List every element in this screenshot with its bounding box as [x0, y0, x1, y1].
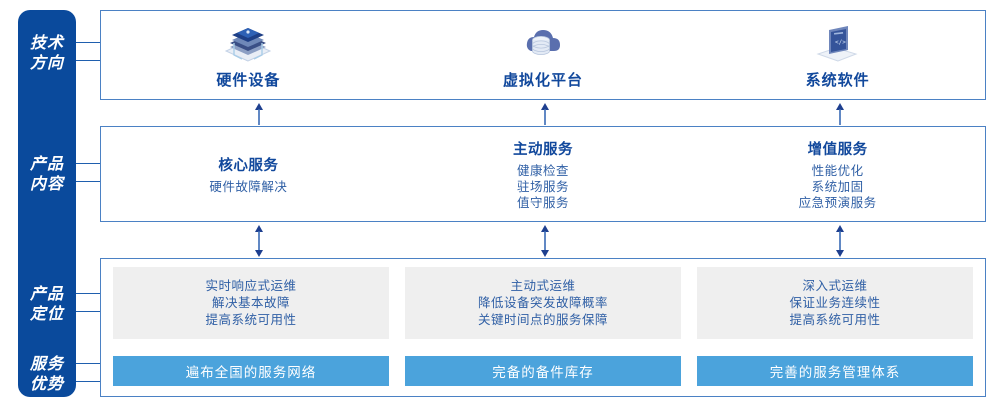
arrow-double-value-added	[833, 224, 847, 263]
arrow-double-core	[252, 224, 266, 263]
position-line: 关键时间点的服务保障	[477, 312, 608, 327]
advantage-bar[interactable]: 完备的备件库存	[405, 356, 681, 386]
position-line: 解决基本故障	[211, 295, 290, 310]
server-stack-icon	[218, 21, 278, 67]
position-line: 提高系统可用性	[205, 312, 297, 327]
rail-label-product-content: 产品 内容	[18, 155, 76, 195]
cloud-database-icon	[513, 21, 573, 67]
position-box[interactable]: 主动式运维 降低设备突发故障概率 关键时间点的服务保障	[405, 267, 681, 339]
arrow-double-proactive	[538, 224, 552, 263]
rail-label-line2: 内容	[29, 176, 64, 193]
tech-card-virtualization[interactable]: 虚拟化平台	[396, 11, 691, 99]
tech-direction-panel: 硬件设备 虚拟化平台 </>	[100, 10, 986, 100]
rail-label-tech-direction: 技术 方向	[18, 34, 76, 74]
rail-label-line1: 产品	[29, 286, 64, 303]
position-line: 降低设备突发故障概率	[477, 295, 608, 310]
position-line: 提高系统可用性	[789, 312, 881, 327]
product-card-item: 性能优化	[811, 163, 864, 178]
rail-label-line2: 优势	[29, 376, 64, 393]
category-rail: 技术 方向 产品 内容 产品 定位 服务 优势	[18, 10, 76, 397]
position-advantage-panel: 实时响应式运维 解决基本故障 提高系统可用性 遍布全国的服务网络 主动式运维 降…	[100, 258, 986, 397]
connector-tech-2	[76, 60, 102, 61]
product-card-core[interactable]: 核心服务 硬件故障解决	[101, 127, 396, 221]
svg-text:</>: </>	[835, 39, 846, 46]
tech-card-system-software[interactable]: </> 系统软件	[690, 11, 985, 99]
rail-label-line2: 定位	[29, 306, 64, 323]
rail-label-service-advantage: 服务 优势	[18, 355, 76, 395]
product-card-proactive[interactable]: 主动服务 健康检查 驻场服务 值守服务	[396, 127, 691, 221]
arrow-up-virtualization	[538, 101, 552, 130]
tech-card-label: 虚拟化平台	[503, 71, 584, 89]
product-card-title: 增值服务	[807, 141, 868, 158]
arrow-up-system-software	[833, 101, 847, 130]
connector-adv-1	[76, 363, 102, 364]
product-card-item: 应急预演服务	[798, 195, 877, 210]
position-line: 主动式运维	[510, 278, 576, 293]
bottom-column-deep: 深入式运维 保证业务连续性 提高系统可用性 完善的服务管理体系	[697, 267, 973, 386]
product-card-title: 主动服务	[513, 141, 573, 158]
tech-card-label: 硬件设备	[216, 71, 281, 89]
product-card-value-added[interactable]: 增值服务 性能优化 系统加固 应急预演服务	[690, 127, 985, 221]
rail-label-line1: 产品	[29, 156, 64, 173]
rail-label-line1: 技术	[29, 35, 64, 52]
position-line: 深入式运维	[802, 278, 868, 293]
position-box[interactable]: 深入式运维 保证业务连续性 提高系统可用性	[697, 267, 973, 339]
connector-prod-2	[76, 181, 102, 182]
rail-label-product-position: 产品 定位	[18, 285, 76, 325]
connector-prod-1	[76, 163, 102, 164]
product-card-title: 核心服务	[218, 157, 279, 174]
position-box[interactable]: 实时响应式运维 解决基本故障 提高系统可用性	[113, 267, 389, 339]
position-line: 实时响应式运维	[205, 278, 297, 293]
product-card-item: 健康检查	[517, 163, 570, 178]
product-card-item: 驻场服务	[517, 179, 570, 194]
connector-pos-1	[76, 293, 102, 294]
bottom-column-realtime: 实时响应式运维 解决基本故障 提高系统可用性 遍布全国的服务网络	[113, 267, 389, 386]
tech-card-label: 系统软件	[805, 71, 870, 89]
product-card-item: 系统加固	[811, 179, 864, 194]
rail-label-line2: 方向	[29, 55, 64, 72]
position-line: 保证业务连续性	[789, 295, 881, 310]
advantage-bar[interactable]: 遍布全国的服务网络	[113, 356, 389, 386]
connector-tech-1	[76, 42, 102, 43]
connector-pos-2	[76, 311, 102, 312]
advantage-bar[interactable]: 完善的服务管理体系	[697, 356, 973, 386]
product-content-panel: 核心服务 硬件故障解决 主动服务 健康检查 驻场服务 值守服务 增值服务 性能优…	[100, 126, 986, 222]
bottom-column-proactive: 主动式运维 降低设备突发故障概率 关键时间点的服务保障 完备的备件库存	[405, 267, 681, 386]
arrow-up-hardware	[252, 101, 266, 130]
rail-label-line1: 服务	[29, 356, 64, 373]
tech-card-hardware[interactable]: 硬件设备	[101, 11, 396, 99]
connector-adv-2	[76, 381, 102, 382]
laptop-code-icon: </>	[808, 21, 868, 67]
product-card-item: 硬件故障解决	[209, 179, 288, 194]
product-card-item: 值守服务	[517, 195, 570, 210]
